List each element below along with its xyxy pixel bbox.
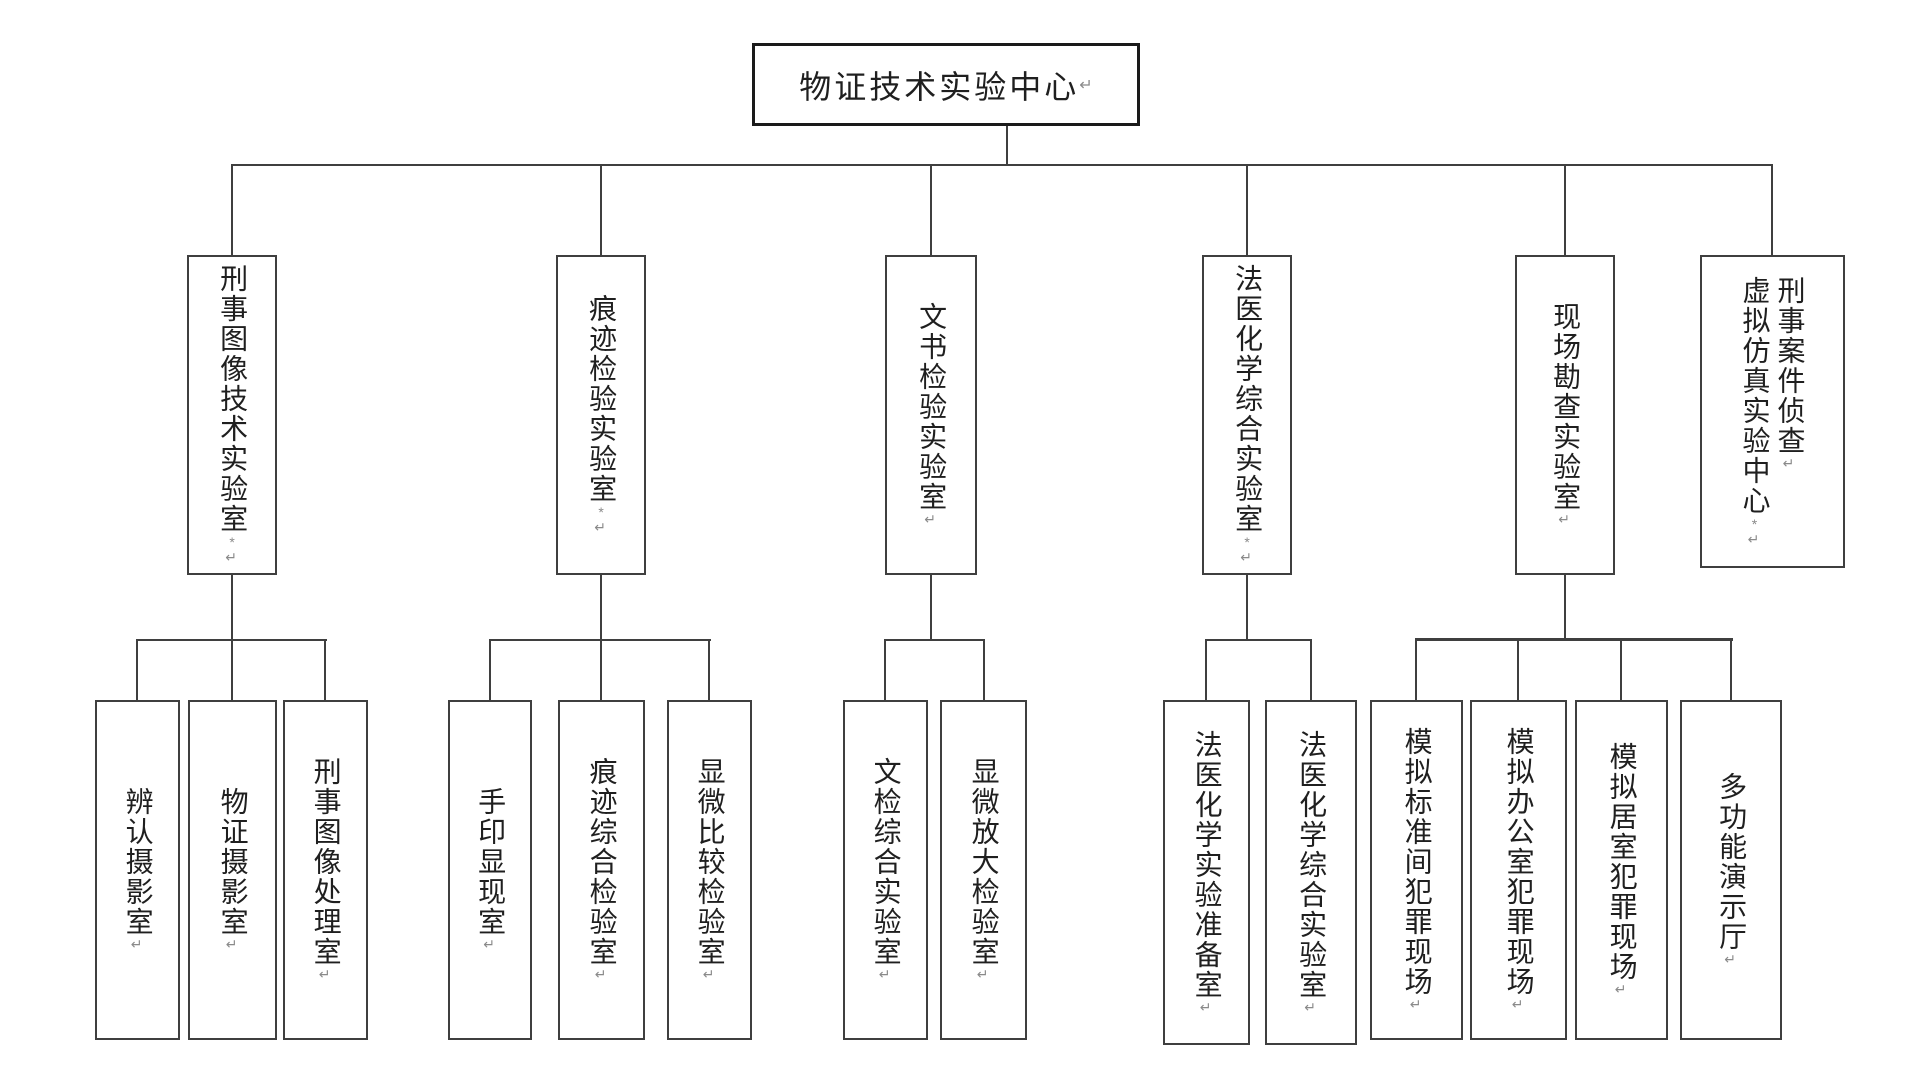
connector-g4-rail — [1205, 639, 1312, 641]
connector-root-drop — [1006, 126, 1008, 166]
level2-box-forensic-chemistry-lab: 法医化学综合实验室*↵ — [1202, 255, 1292, 575]
root-box-center-title: 物证技术实验中心↵ — [752, 43, 1140, 126]
level3-box-multifunction-demo-hall: 多功能演示厅↵ — [1680, 700, 1782, 1040]
root-label: 物证技术实验中心 — [799, 68, 1080, 105]
paragraph-mark: ↵ — [129, 937, 146, 953]
connector-g2-child-drop-1 — [489, 639, 491, 702]
level3-box-forensic-chem-prep-room: 法医化学实验准备室↵ — [1163, 700, 1250, 1045]
level3-label: 法医化学实验准备室 — [1191, 729, 1223, 1000]
connector-g5-child-drop-3 — [1620, 639, 1622, 702]
level3-box-microscopic-comparison-room: 显微比较检验室↵ — [667, 700, 752, 1040]
level3-label: 模拟标准间犯罪现场 — [1401, 727, 1433, 997]
level3-box-simulated-residence-crime-scene: 模拟居室犯罪现场↵ — [1575, 700, 1668, 1040]
paragraph-mark: ↵ — [593, 967, 610, 983]
connector-drop-level2-2 — [600, 164, 602, 256]
connector-g5-child-drop-4 — [1730, 639, 1732, 702]
connector-g1-parent-drop — [231, 575, 233, 641]
connector-g2-child-drop-2 — [600, 639, 602, 702]
level2-label: 法医化学综合实验室 — [1232, 264, 1264, 534]
level3-label: 多功能演示厅 — [1716, 772, 1748, 952]
paragraph-mark: ↵ — [975, 967, 992, 983]
level2-box-scene-investigation-lab: 现场勘查实验室↵ — [1515, 255, 1615, 575]
connector-g5-child-drop-1 — [1415, 639, 1417, 702]
paragraph-mark: ↵ — [1613, 982, 1630, 998]
level3-label: 刑事图像处理室 — [310, 757, 342, 967]
level3-label: 显微放大检验室 — [968, 757, 1000, 967]
level2-box-criminal-image-lab: 刑事图像技术实验室*↵ — [187, 255, 277, 575]
connector-drop-level2-1 — [231, 164, 233, 256]
paragraph-mark: ↵ — [1510, 997, 1527, 1013]
connector-g4-child-drop-1 — [1205, 639, 1207, 702]
level3-label: 物证摄影室 — [217, 787, 249, 937]
level3-label: 辨认摄影室 — [122, 787, 154, 937]
level3-box-simulated-office-crime-scene: 模拟办公室犯罪现场↵ — [1470, 700, 1567, 1040]
connector-g2-parent-drop — [600, 575, 602, 641]
paragraph-mark: *↵ — [1746, 515, 1763, 548]
level3-box-forensic-chem-comprehensive-lab: 法医化学综合实验室↵ — [1265, 700, 1357, 1045]
connector-drop-level2-6 — [1771, 164, 1773, 256]
paragraph-mark: ↵ — [1781, 455, 1798, 472]
paragraph-mark: ↵ — [1408, 997, 1425, 1013]
paragraph-mark: ↵ — [923, 512, 940, 528]
paragraph-mark: ↵ — [224, 937, 241, 953]
connector-drop-level2-4 — [1246, 164, 1248, 256]
connector-drop-level2-5 — [1564, 164, 1566, 256]
paragraph-mark: ↵ — [1303, 999, 1320, 1016]
level2-label: 刑事图像技术实验室 — [217, 264, 249, 534]
level2-box-trace-exam-lab: 痕迹检验实验室*↵ — [556, 255, 646, 575]
paragraph-mark: *↵ — [593, 504, 610, 536]
level2-label-line1: 刑事案件侦查↵ — [1774, 275, 1806, 472]
level3-label: 模拟居室犯罪现场 — [1606, 742, 1638, 982]
level3-box-trace-comprehensive-exam-room: 痕迹综合检验室↵ — [558, 700, 645, 1040]
paragraph-mark: ↵ — [701, 967, 718, 983]
level2-label: 痕迹检验实验室 — [586, 294, 618, 504]
level3-label: 模拟办公室犯罪现场 — [1503, 727, 1535, 997]
level3-box-simulated-standard-room-crime-scene: 模拟标准间犯罪现场↵ — [1370, 700, 1463, 1040]
connector-g3-parent-drop — [930, 575, 932, 641]
connector-drop-level2-3 — [930, 164, 932, 256]
paragraph-mark: ↵ — [1198, 999, 1215, 1016]
level2-label: 文书检验实验室 — [916, 302, 948, 512]
paragraph-mark: ↵ — [877, 967, 894, 983]
level2-box-document-exam-lab: 文书检验实验室↵ — [885, 255, 977, 575]
connector-g5-child-drop-2 — [1517, 639, 1519, 702]
connector-g2-child-drop-3 — [708, 639, 710, 702]
level3-box-handprint-development-room: 手印显现室↵ — [448, 700, 532, 1040]
paragraph-mark: *↵ — [1239, 534, 1256, 566]
level3-label: 手印显现室 — [475, 787, 507, 937]
level3-box-microscopic-magnification-room: 显微放大检验室↵ — [940, 700, 1027, 1040]
connector-g1-child-drop-2 — [231, 639, 233, 702]
level3-label: 显微比较检验室 — [694, 757, 726, 967]
connector-trunk — [231, 164, 1773, 166]
level3-box-evidence-photography-room: 物证摄影室↵ — [188, 700, 277, 1040]
paragraph-mark: ↵ — [1557, 512, 1574, 528]
level3-label: 文检综合实验室 — [870, 757, 902, 967]
connector-g1-child-drop-1 — [136, 639, 138, 702]
connector-g3-rail — [884, 639, 985, 641]
level3-label: 法医化学综合实验室 — [1296, 729, 1328, 1000]
connector-g4-parent-drop — [1246, 575, 1248, 641]
level3-box-document-comprehensive-lab: 文检综合实验室↵ — [843, 700, 928, 1040]
level3-box-criminal-image-processing-room: 刑事图像处理室↵ — [283, 700, 368, 1040]
level2-label: 现场勘查实验室 — [1550, 302, 1582, 512]
paragraph-mark: ↵ — [317, 967, 334, 983]
level3-box-recognition-photography-room: 辨认摄影室↵ — [95, 700, 180, 1040]
paragraph-mark: ↵ — [1079, 76, 1093, 94]
connector-g5-rail — [1415, 638, 1733, 641]
paragraph-mark: ↵ — [482, 937, 499, 953]
connector-g4-child-drop-2 — [1310, 639, 1312, 702]
paragraph-mark: *↵ — [224, 534, 241, 566]
connector-g5-parent-drop — [1564, 575, 1566, 641]
paragraph-mark: ↵ — [1723, 952, 1740, 968]
connector-g3-child-drop-2 — [983, 639, 985, 702]
level3-label: 痕迹综合检验室 — [586, 757, 618, 967]
level2-label-line2: 虚拟仿真实验中心*↵ — [1739, 275, 1771, 548]
connector-g3-child-drop-1 — [884, 639, 886, 702]
level2-box-virtual-simulation-center: 刑事案件侦查↵ 虚拟仿真实验中心*↵ — [1700, 255, 1845, 568]
connector-g1-child-drop-3 — [324, 639, 326, 702]
